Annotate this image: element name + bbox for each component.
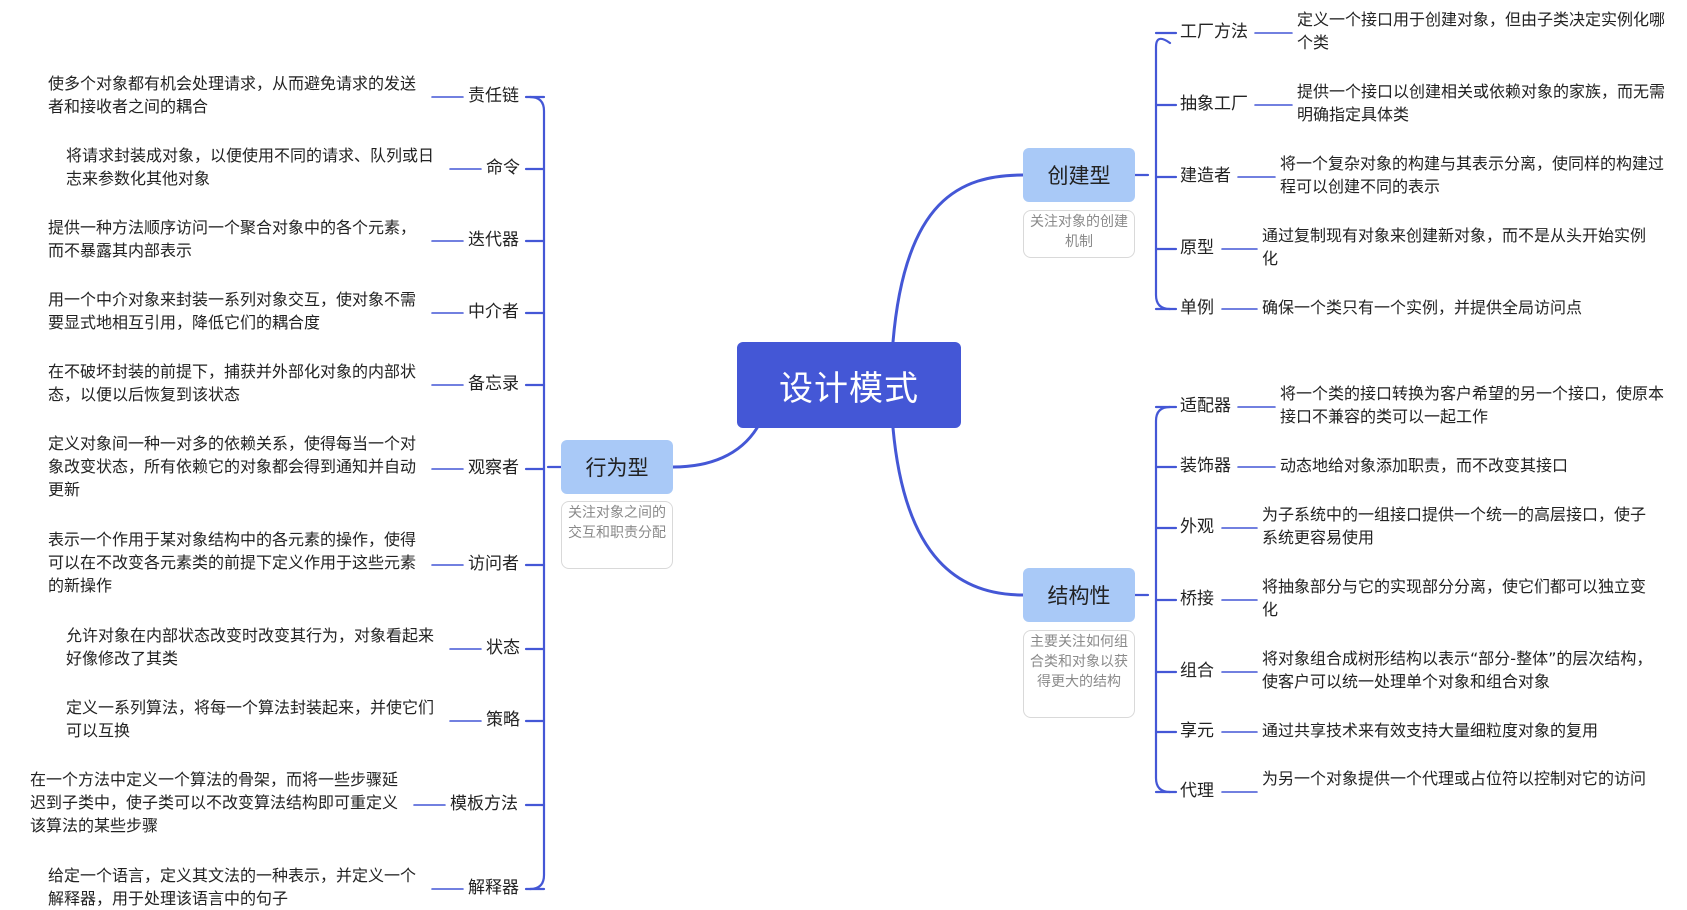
pattern-abstract-factory-desc: 提供一个接口以创建相关或依赖对象的家族，而无需明确指定具体类 [1297,82,1666,124]
pattern-visitor-desc: 表示一个作用于某对象结构中的各元素的操作，使得可以在不改变各元素类的前提下定义作… [48,530,417,595]
creational-bracket [1154,37,1172,311]
pattern-composite-desc: 将对象组合成树形结构以表示“部分-整体”的层次结构，使客户可以统一处理单个对象和… [1262,649,1653,691]
pattern-strategy[interactable]: 策略 [486,710,520,730]
root-to-behavioral-link [671,426,759,469]
pattern-observer-desc: 定义对象间一种一对多的依赖关系，使得每当一个对象改变状态，所有依赖它的对象都会得… [48,434,417,499]
pattern-factory-method[interactable]: 工厂方法 [1180,22,1248,42]
branch-creational[interactable]: 创建型 [1023,148,1135,202]
pattern-prototype-desc: 通过复制现有对象来创建新对象，而不是从头开始实例化 [1262,226,1647,268]
root-node[interactable]: 设计模式 [737,342,961,428]
pattern-bridge-desc: 将抽象部分与它的实现部分分离，使它们都可以独立变化 [1262,577,1647,619]
behavioral-bracket [528,95,546,891]
pattern-builder-desc: 将一个复杂对象的构建与其表示分离，使同样的构建过程可以创建不同的表示 [1280,154,1665,196]
pattern-facade[interactable]: 外观 [1180,517,1214,537]
pattern-mediator[interactable]: 中介者 [468,302,519,322]
branch-creational-note: 关注对象的创建机制 [1023,210,1135,258]
pattern-abstract-factory[interactable]: 抽象工厂 [1180,94,1248,114]
branch-behavioral-note: 关注对象之间的交互和职责分配 [561,501,673,569]
pattern-command[interactable]: 命令 [486,158,520,178]
pattern-memento-desc: 在不破坏封装的前提下，捕获并外部化对象的内部状态，以便以后恢复到该状态 [48,362,417,404]
pattern-singleton[interactable]: 单例 [1180,298,1214,318]
pattern-builder[interactable]: 建造者 [1180,166,1231,186]
pattern-interpreter[interactable]: 解释器 [468,878,519,898]
pattern-memento[interactable]: 备忘录 [468,374,519,394]
pattern-composite[interactable]: 组合 [1180,661,1214,681]
pattern-strategy-desc: 定义一系列算法，将每一个算法封装起来，并使它们可以互换 [66,698,435,740]
pattern-chain-of-responsibility-desc: 使多个对象都有机会处理请求，从而避免请求的发送者和接收者之间的耦合 [48,74,417,116]
pattern-decorator-desc: 动态地给对象添加职责，而不改变其接口 [1280,456,1569,475]
branch-structural-note: 主要关注如何组合类和对象以获得更大的结构 [1023,630,1135,718]
pattern-singleton-desc: 确保一个类只有一个实例，并提供全局访问点 [1262,298,1583,317]
pattern-mediator-desc: 用一个中介对象来封装一系列对象交互，使对象不需要显式地相互引用，降低它们的耦合度 [48,290,417,332]
pattern-iterator-desc: 提供一种方法顺序访问一个聚合对象中的各个元素，而不暴露其内部表示 [48,218,417,260]
root-to-structural-link [891,426,1025,597]
pattern-state[interactable]: 状态 [486,638,520,658]
pattern-prototype[interactable]: 原型 [1180,238,1214,258]
branch-structural[interactable]: 结构性 [1023,568,1135,622]
pattern-template-method-desc: 在一个方法中定义一个算法的骨架，而将一些步骤延迟到子类中，使子类可以不改变算法结… [30,770,399,835]
branch-behavioral[interactable]: 行为型 [561,440,673,494]
pattern-interpreter-desc: 给定一个语言，定义其文法的一种表示，并定义一个解释器，用于处理该语言中的句子 [48,866,417,908]
pattern-flyweight-desc: 通过共享技术来有效支持大量细粒度对象的复用 [1262,721,1599,740]
pattern-adapter[interactable]: 适配器 [1180,396,1231,416]
pattern-proxy[interactable]: 代理 [1180,781,1214,801]
pattern-factory-method-desc: 定义一个接口用于创建对象，但由子类决定实例化哪个类 [1297,10,1666,52]
pattern-proxy-desc: 为另一个对象提供一个代理或占位符以控制对它的访问 [1262,769,1647,788]
root-to-creational-link [891,173,1025,344]
pattern-visitor[interactable]: 访问者 [468,554,519,574]
pattern-chain-of-responsibility[interactable]: 责任链 [468,86,519,106]
pattern-adapter-desc: 将一个类的接口转换为客户希望的另一个接口，使原本接口不兼容的类可以一起工作 [1280,384,1665,426]
pattern-template-method[interactable]: 模板方法 [450,794,518,814]
pattern-facade-desc: 为子系统中的一组接口提供一个统一的高层接口，使子系统更容易使用 [1262,505,1647,547]
pattern-iterator[interactable]: 迭代器 [468,230,519,250]
pattern-command-desc: 将请求封装成对象，以便使用不同的请求、队列或日志来参数化其他对象 [66,146,435,188]
pattern-bridge[interactable]: 桥接 [1180,589,1214,609]
pattern-observer[interactable]: 观察者 [468,458,519,478]
pattern-decorator[interactable]: 装饰器 [1180,456,1231,476]
pattern-state-desc: 允许对象在内部状态改变时改变其行为，对象看起来好像修改了其类 [66,626,435,668]
pattern-flyweight[interactable]: 享元 [1180,721,1214,741]
